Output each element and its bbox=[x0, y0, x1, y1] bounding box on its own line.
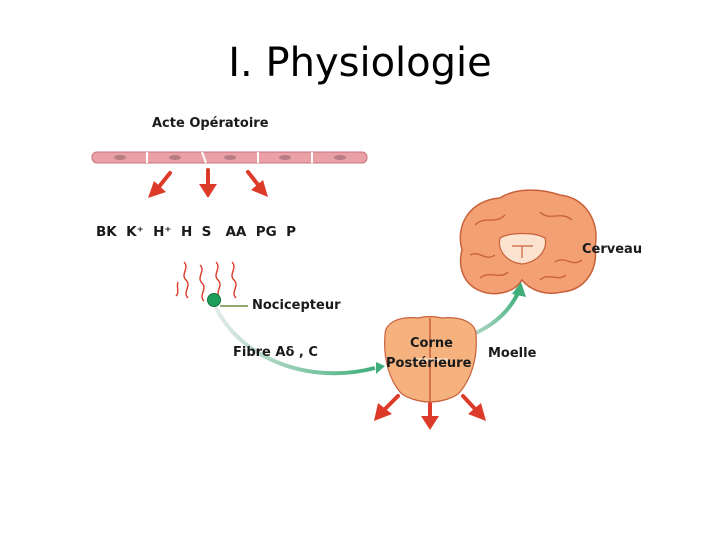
nociceptive-pathway bbox=[207, 282, 526, 376]
horn-label-line2: Postérieure bbox=[386, 356, 472, 371]
brain-label: Cerveau bbox=[582, 242, 643, 257]
operation-label: Acte Opératoire bbox=[152, 116, 269, 131]
tissue-red-arrows bbox=[148, 168, 268, 198]
cord-red-arrows bbox=[374, 394, 486, 430]
stimulus-waves bbox=[175, 261, 237, 302]
cord-label: Moelle bbox=[488, 346, 537, 361]
fiber-label: Fibre Aδ , C bbox=[233, 345, 318, 360]
tissue-strip bbox=[91, 151, 368, 164]
slide-title: I. Physiologie bbox=[228, 40, 492, 86]
spinal-cord-illustration bbox=[384, 315, 477, 403]
nociceptor-label: Nocicepteur bbox=[252, 298, 341, 313]
mediators-label: BK K⁺ H⁺ H S AA PG P bbox=[96, 224, 297, 240]
brain-illustration bbox=[459, 189, 597, 295]
horn-label-line1: Corne bbox=[410, 336, 453, 351]
